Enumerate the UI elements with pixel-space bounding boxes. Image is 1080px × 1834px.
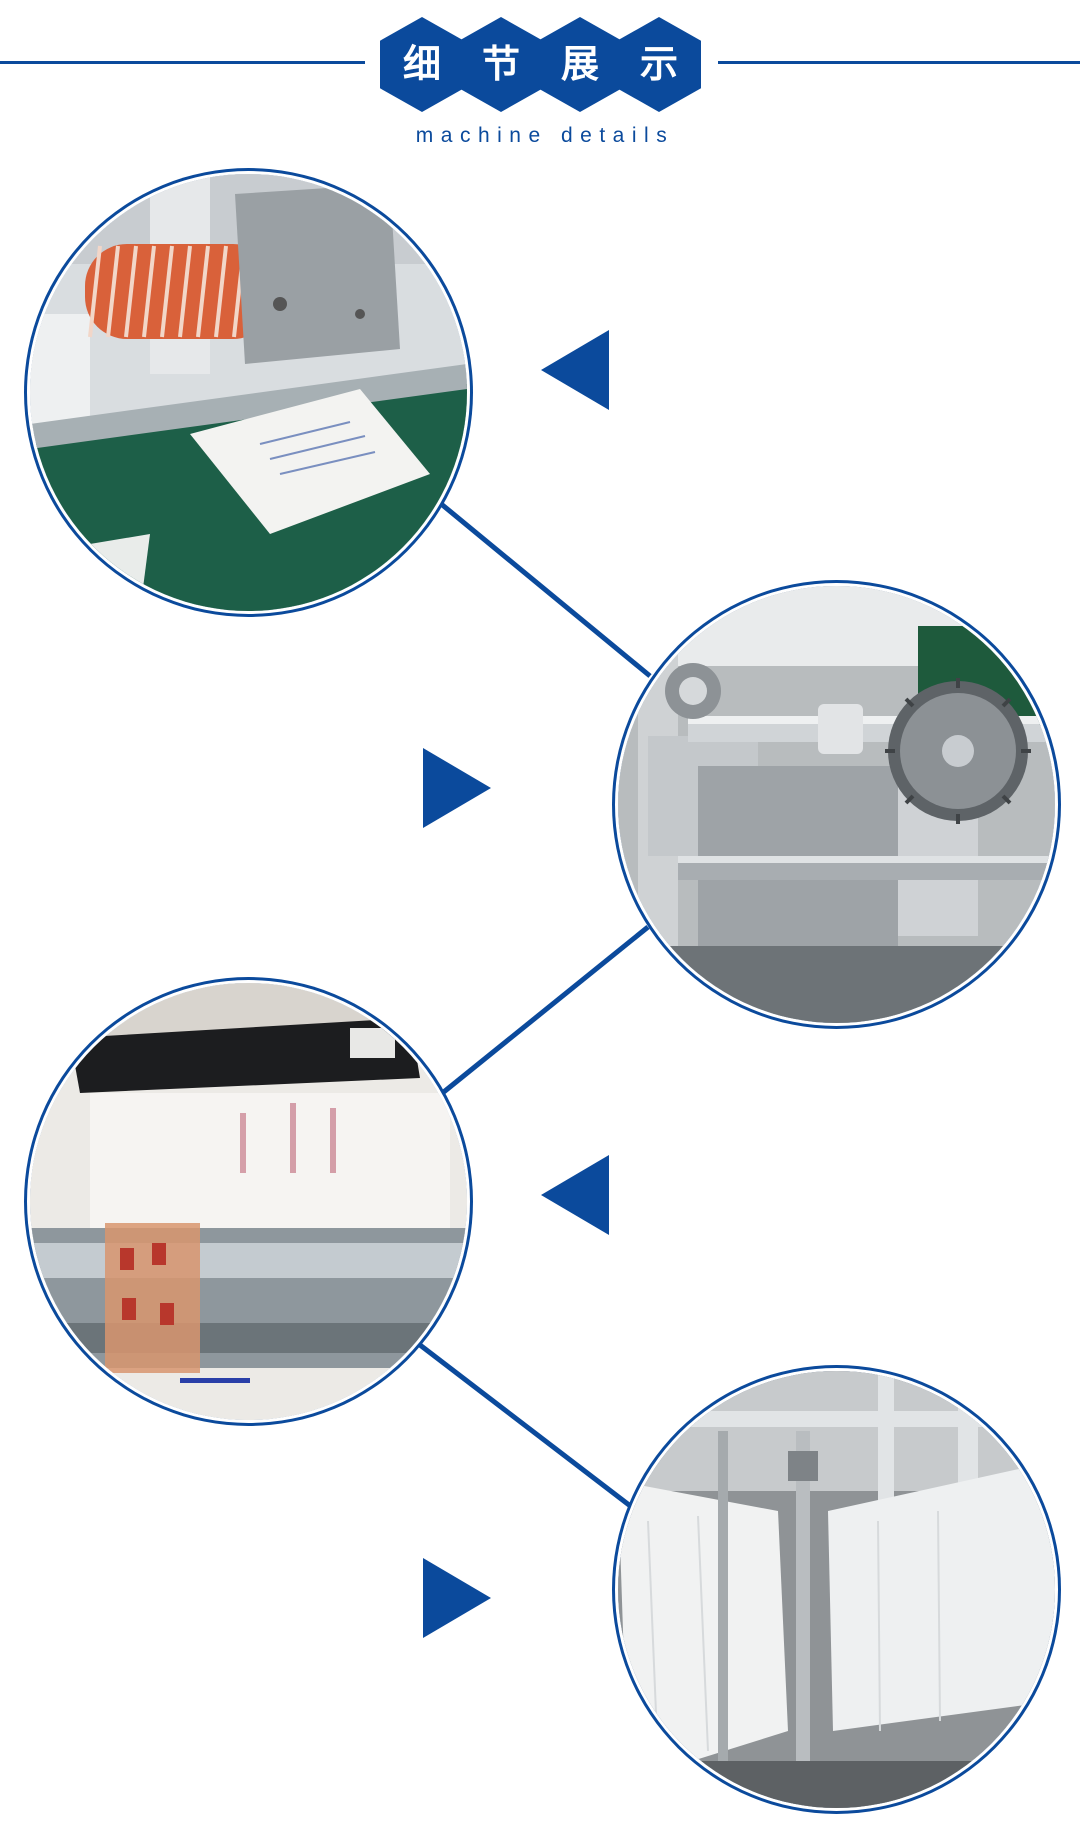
- title-hexagon: 节: [459, 17, 543, 112]
- pointer-right-icon: [423, 1558, 491, 1638]
- title-char: 示: [639, 42, 678, 86]
- title-hexagon: 展: [538, 17, 622, 112]
- gear-shaft-photo: [618, 586, 1055, 1023]
- title-hexagon: 细: [380, 17, 464, 112]
- nonwoven-web-feed-photo: [618, 1371, 1055, 1808]
- pointer-right-icon: [423, 748, 491, 828]
- printed-film-roller-photo: [30, 983, 467, 1420]
- pointer-left-icon: [541, 1155, 609, 1235]
- header-title: 细 节 展 示: [380, 17, 702, 112]
- pointer-left-icon: [541, 330, 609, 410]
- title-hexagon: 示: [617, 17, 701, 112]
- title-char: 节: [481, 42, 520, 86]
- header-rule-right: [718, 61, 1080, 64]
- header-subtitle: machine details: [415, 124, 675, 147]
- title-char: 展: [560, 42, 599, 86]
- title-char: 细: [402, 42, 441, 86]
- header-rule-left: [0, 61, 365, 64]
- conveyor-roller-photo: [30, 174, 467, 611]
